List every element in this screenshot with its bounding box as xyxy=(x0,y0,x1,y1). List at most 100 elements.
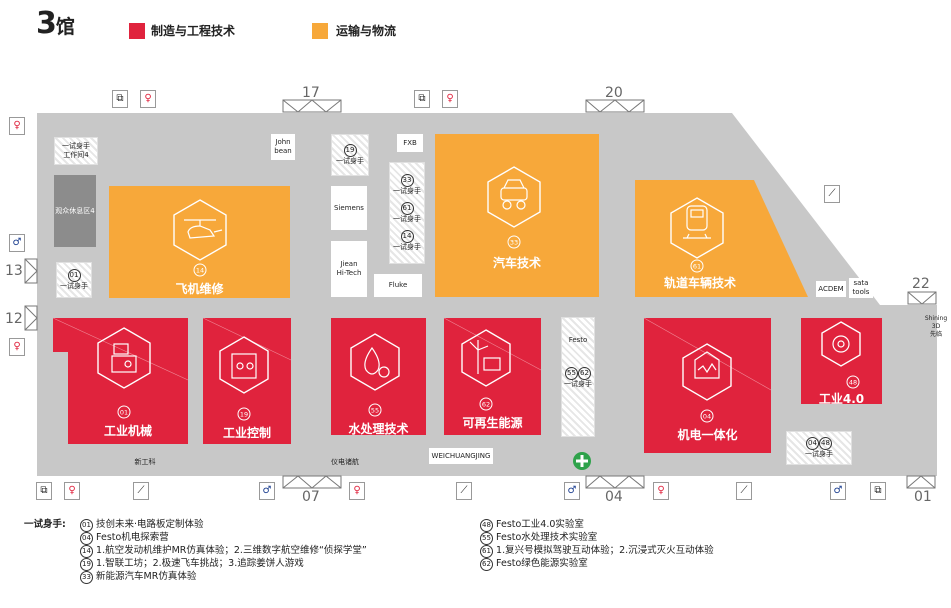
footer-item: 04 Festo机电探索营 xyxy=(80,532,367,545)
footer-right-list: 48 Festo工业4.0实验室 55 Festo水处理技术实验室 61 1.复… xyxy=(480,519,714,571)
elevator-icon: ⧉ xyxy=(414,90,430,108)
zone-num-control: 19 xyxy=(240,411,248,419)
zone-label-mechatronics: 机电一体化 xyxy=(677,428,738,442)
zone-machinery-area xyxy=(53,318,188,444)
zone-label-rail: 轨道车辆技术 xyxy=(663,276,736,290)
footer-item: 62 Festo绿色能源实验室 xyxy=(480,558,714,571)
footer-item: 61 1.复兴号模拟驾驶互动体验；2.沉浸式灭火互动体验 xyxy=(480,545,714,558)
booth-num: 01 xyxy=(67,269,81,282)
helicopter-icon xyxy=(184,219,223,239)
zone-label-water: 水处理技术 xyxy=(348,422,409,436)
elevator-icon: ⧉ xyxy=(870,482,886,500)
hex-frame-rail xyxy=(670,197,724,259)
zone-label-automotive: 汽车技术 xyxy=(492,256,541,270)
entrance-22-label: 22 xyxy=(912,276,930,292)
male-restroom-icon: ♂ xyxy=(564,482,580,500)
entrance-12-gate xyxy=(24,305,38,331)
footer-title: 一试身手: xyxy=(24,519,66,530)
water-drop-icon xyxy=(364,346,390,378)
zone-num-industry40: 48 xyxy=(849,379,857,387)
zone-label-renewable: 可再生能源 xyxy=(462,416,523,430)
zone-num-rail: 61 xyxy=(693,263,701,271)
hex-frame-automotive xyxy=(487,166,541,228)
zone-num-renewable: 62 xyxy=(482,401,490,409)
escalator-icon: ⟋ xyxy=(824,185,840,203)
footer-item: 01 技创未来·电路板定制体验 xyxy=(80,519,367,532)
hex-frame-mechatronics xyxy=(682,343,732,401)
zone-num-aircraft: 14 xyxy=(196,267,204,275)
male-restroom-icon: ♂ xyxy=(259,482,275,500)
booth-visitor-lounge: 观众休息区4 xyxy=(54,175,96,247)
booth-jiean-hitech: Jiean Hi-Tech xyxy=(331,241,367,297)
zone-label-aircraft: 飞机维修 xyxy=(175,282,224,296)
entrance-17-gate xyxy=(282,99,342,113)
booth-john-bean: John bean xyxy=(271,134,295,160)
hex-frame-aircraft xyxy=(173,199,227,261)
zone-water-area xyxy=(331,318,426,435)
hex-frame-control xyxy=(219,336,269,394)
male-restroom-icon: ♂ xyxy=(9,234,25,252)
zone-renewable-area xyxy=(444,318,541,435)
restroom-icon: ♀ xyxy=(140,90,156,108)
entrance-13-gate xyxy=(24,258,38,284)
booth-siemens: Siemens xyxy=(331,186,367,230)
booth-festo-label: Festo xyxy=(568,336,588,344)
entrance-22-gate xyxy=(907,291,937,305)
hex-frame-water xyxy=(350,333,400,391)
footer-item: 14 1.航空发动机维护MR仿真体验；2.三维数字航空维修“侦探学堂” xyxy=(80,545,367,558)
booth-num: 48 xyxy=(819,437,832,450)
entrance-07-label: 07 xyxy=(302,489,320,505)
booth-num: 55 xyxy=(565,367,578,380)
booth-num: 33 xyxy=(400,174,414,187)
zone-num-water: 55 xyxy=(371,407,379,415)
female-restroom-icon: ♀ xyxy=(349,482,365,500)
mechatronics-icon xyxy=(694,351,720,379)
zone-num-automotive: 33 xyxy=(510,239,518,247)
entrance-01-label: 01 xyxy=(914,489,932,505)
legend-swatch-transport xyxy=(312,23,328,39)
male-restroom-icon: ♂ xyxy=(830,482,846,500)
female-restroom-icon: ♀ xyxy=(9,338,25,356)
booth-num: 14 xyxy=(400,230,414,243)
booth-workshop-4: 一试身手 工作间4 xyxy=(54,137,98,165)
entrance-04-label: 04 xyxy=(605,489,623,505)
escalator-icon: ⟋ xyxy=(736,482,752,500)
footer-item: 19 1.智联工坊；2.极速飞车挑战；3.追踪姜饼人游戏 xyxy=(80,558,367,571)
first-aid-icon xyxy=(573,452,591,470)
legend-swatch-manufacturing xyxy=(129,23,145,39)
booth-fluke: Fluke xyxy=(374,274,422,297)
booth-weichuangjing: WEICHUANGJING xyxy=(429,448,493,464)
zone-industry40-area xyxy=(801,318,882,404)
entrance-01-gate xyxy=(906,475,936,489)
booth-acdem: ACDEM xyxy=(816,281,846,297)
entrance-13-label: 13 xyxy=(5,263,23,279)
elevator-icon: ⧉ xyxy=(112,90,128,108)
machine-icon xyxy=(111,343,137,373)
entrance-07-gate xyxy=(282,475,342,489)
footer-left-list: 01 技创未来·电路板定制体验 04 Festo机电探索营 14 1.航空发动机… xyxy=(80,519,367,584)
zone-label-control: 工业控制 xyxy=(222,426,271,440)
booth-num: 04 xyxy=(806,437,819,450)
hex-frame-machinery xyxy=(97,327,151,389)
restroom-icon: ♀ xyxy=(442,90,458,108)
zone-num-machinery: 01 xyxy=(120,409,128,417)
entrance-20-label: 20 xyxy=(605,85,623,101)
female-restroom-icon: ♀ xyxy=(9,117,25,135)
footer-item: 33 新能源汽车MR仿真体验 xyxy=(80,571,367,584)
zone-automotive-area xyxy=(435,134,599,297)
control-panel-icon xyxy=(231,353,257,379)
entrance-12-label: 12 xyxy=(5,311,23,327)
hall-title: 3馆 xyxy=(36,6,75,41)
zone-num-mechatronics: 04 xyxy=(703,413,711,421)
train-icon xyxy=(683,205,711,239)
hex-frame-renewable xyxy=(461,329,511,387)
zone-label-industry40: 工业4.0 xyxy=(818,392,865,406)
gear-icon xyxy=(832,335,850,353)
booth-num: 62 xyxy=(578,367,591,380)
booth-yidian: 仪电诸航 xyxy=(331,458,359,466)
